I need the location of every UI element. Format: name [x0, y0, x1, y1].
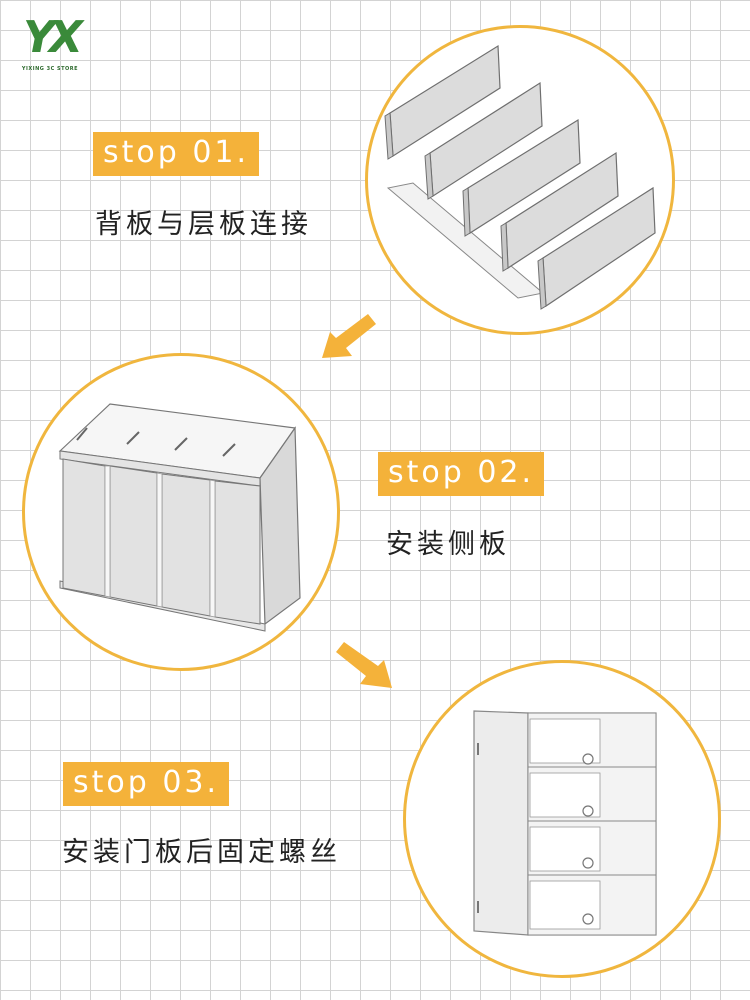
step-1-caption: 背板与层板连接	[95, 209, 312, 240]
step-arrow-icon	[316, 312, 378, 362]
step-2-illustration	[22, 353, 340, 671]
door-panel-assembly-diagram	[473, 710, 657, 936]
logo-subtitle: YIXING 3C STORE	[21, 66, 79, 72]
step-1-illustration	[365, 25, 675, 335]
step-3-caption: 安装门板后固定螺丝	[62, 837, 341, 868]
step-1-badge: stop 01.	[93, 132, 260, 176]
step-2-caption: 安装侧板	[386, 529, 510, 560]
step-3-illustration	[403, 660, 721, 978]
store-logo: YX YIXING 3C STORE	[10, 10, 90, 76]
step-2-badge: stop 02.	[378, 452, 545, 496]
step-arrow-icon	[334, 640, 398, 692]
back-panel-shelves-diagram	[384, 44, 656, 310]
side-panel-assembly-diagram	[58, 403, 301, 632]
step-3-badge: stop 03.	[63, 762, 230, 806]
logo-mark: YX	[23, 12, 83, 63]
